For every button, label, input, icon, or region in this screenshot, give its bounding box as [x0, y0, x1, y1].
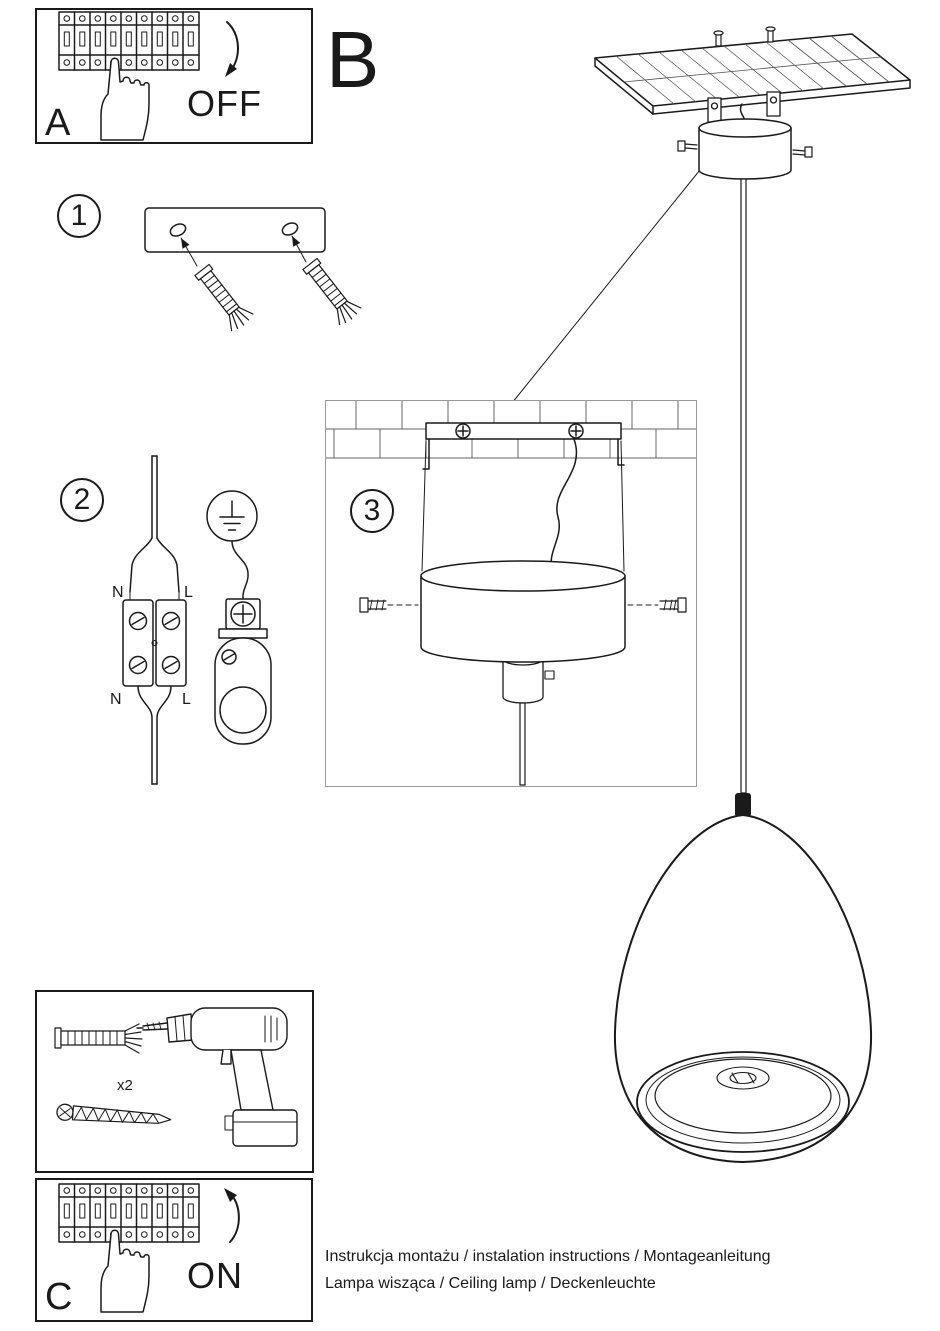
pendant-lamp-illustration: [511, 26, 911, 1163]
rod-detail: [519, 702, 526, 786]
canopy-detail-illustration: [326, 401, 696, 786]
bracket-screws: [713, 26, 776, 47]
step-3-panel: 3: [325, 400, 697, 787]
breaker-on-illustration: [58, 1183, 240, 1313]
supply-cable: [129, 455, 180, 601]
ceiling-plank: [594, 33, 911, 115]
canopy-detail: [420, 560, 626, 663]
step-2-badge: 2: [60, 478, 104, 522]
footer-text: Instrukcja montażu / instalation instruc…: [325, 1243, 771, 1297]
wire-label-l-bottom: L: [182, 691, 191, 708]
drill-anchor-screw-illustration: [54, 1007, 298, 1147]
wall-anchor: [54, 1023, 143, 1054]
mounting-bracket-anchors-illustration: [144, 207, 362, 332]
tools-panel: x2: [35, 990, 314, 1173]
suspension-rod: [740, 178, 747, 794]
lamp-shade: [613, 814, 873, 1163]
terminal-block: [122, 599, 187, 687]
panel-c-label: C: [45, 1276, 73, 1318]
step-3-badge: 3: [350, 489, 394, 533]
screw: [56, 1103, 172, 1124]
wiring-terminal-illustration: [122, 455, 272, 785]
wire-label-n-bottom: N: [110, 691, 122, 708]
power-off-label: OFF: [187, 83, 262, 124]
bulb: [716, 1066, 770, 1090]
wall-anchor: [302, 257, 362, 326]
wire-label-l-top: L: [184, 584, 193, 601]
outgoing-cable: [137, 685, 172, 785]
section-b-label: B: [326, 15, 380, 104]
ceiling-bracket: [422, 422, 625, 470]
arrow-up-icon: [224, 1188, 240, 1243]
step-1-badge: 1: [57, 194, 101, 238]
wire: [550, 438, 578, 572]
anchor-quantity-label: x2: [117, 1077, 133, 1094]
breaker-off-illustration: [58, 11, 239, 141]
arrow-down-icon: [225, 21, 239, 77]
ground-wire: [231, 540, 249, 600]
drill-icon: [136, 1007, 298, 1147]
side-screw-left: [359, 597, 419, 613]
panel-power-on: C ON: [35, 1178, 313, 1322]
detail-leader-line: [511, 159, 709, 404]
footer-line-1: Instrukcja montażu / instalation instruc…: [325, 1248, 771, 1265]
footer-line-2: Lampa wisząca / Ceiling lamp / Deckenleu…: [325, 1275, 656, 1292]
power-on-label: ON: [187, 1255, 243, 1296]
panel-power-off: A OFF: [35, 8, 313, 144]
earth-ground-icon: [206, 490, 258, 542]
panel-a-label: A: [45, 102, 71, 144]
canopy: [677, 118, 813, 180]
set-screw: [544, 670, 555, 680]
side-screw-right: [627, 597, 687, 613]
ground-clamp: [214, 598, 272, 745]
wall-anchor: [194, 263, 254, 332]
cord-grip: [735, 793, 751, 817]
mounting-plate: [144, 207, 326, 253]
wire-label-n-top: N: [112, 584, 124, 601]
insert-arrows: [180, 235, 307, 267]
